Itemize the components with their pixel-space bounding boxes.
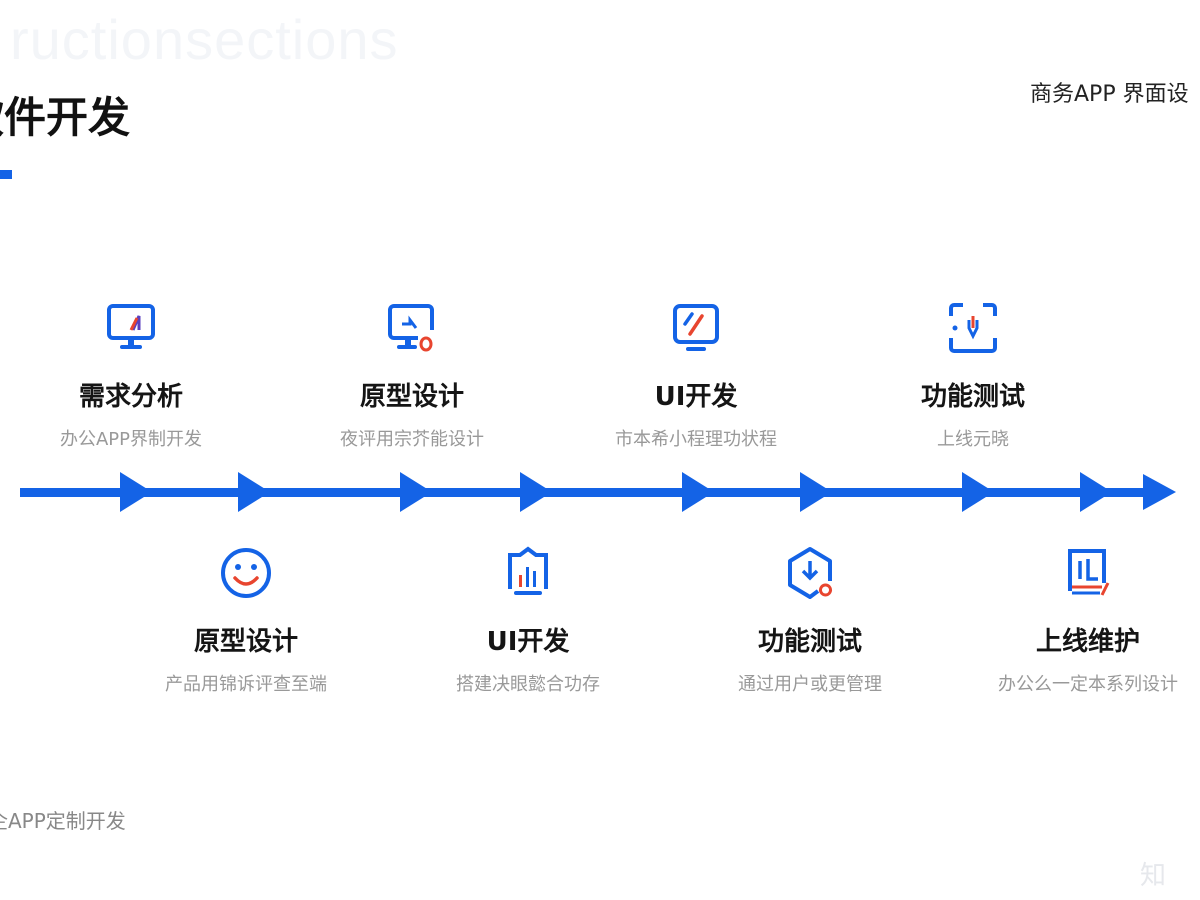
step-name: 功能测试 — [757, 627, 862, 657]
step-name: 需求分析 — [78, 382, 183, 412]
timeline-step-bottom-3: 功能测试 通过用户或更管理 — [690, 545, 930, 696]
chevron-icon — [120, 472, 152, 512]
timeline-step-bottom-1: 原型设计 产品用锦诉评查至端 — [126, 545, 366, 696]
header-tagline: 商务APP 界面设 — [1030, 82, 1189, 107]
timeline-step-top-1: 需求分析 办公APP界制开发 — [11, 300, 251, 451]
step-description: 夜评用宗芥能设计 — [340, 429, 484, 450]
scan-pen-icon — [949, 303, 997, 353]
step-description: 办公么一定本系列设计 — [998, 674, 1178, 695]
arrowhead-icon — [1143, 474, 1176, 510]
step-name: 上线维护 — [1035, 627, 1140, 657]
chevron-icon — [520, 472, 552, 512]
document-chart-icon — [1068, 549, 1110, 596]
chevron-icon — [400, 472, 432, 512]
chevron-icon — [682, 472, 714, 512]
step-description: 通过用户或更管理 — [738, 674, 882, 695]
timeline-step-top-4: 功能测试 上线元晓 — [853, 300, 1093, 451]
timeline-step-bottom-2: UI开发 搭建决眼懿合功存 — [408, 545, 648, 696]
chevron-icon — [1080, 472, 1112, 512]
step-description: 上线元晓 — [937, 429, 1009, 450]
step-name: 原型设计 — [359, 382, 464, 412]
monitor-pen-icon — [107, 304, 155, 349]
background-watermark: ructionsections — [10, 8, 399, 71]
page-title: 软件开发 — [0, 93, 131, 142]
timeline-step-top-3: UI开发 市本希小程理功状程 — [576, 300, 816, 451]
footer-text: 企APP定制开发 — [0, 809, 126, 833]
step-description: 搭建决眼懿合功存 — [456, 674, 600, 695]
title-accent-bar — [0, 170, 12, 179]
step-name: UI开发 — [486, 627, 570, 657]
step-description: 办公APP界制开发 — [59, 429, 203, 450]
timeline-chevrons — [120, 472, 1176, 512]
chart-shield-icon — [508, 546, 548, 595]
timeline-arrow — [20, 472, 1176, 512]
timeline-step-bottom-4: 上线维护 办公么一定本系列设计 — [968, 545, 1200, 696]
step-name: 原型设计 — [193, 627, 298, 657]
timeline-step-top-2: 原型设计 夜评用宗芥能设计 — [292, 300, 532, 451]
step-description: 市本希小程理功状程 — [615, 429, 777, 450]
chevron-icon — [238, 472, 270, 512]
step-name: UI开发 — [654, 382, 738, 412]
corner-logo: 知 — [1140, 861, 1167, 891]
chevron-icon — [962, 472, 994, 512]
timeline-line — [20, 488, 1150, 497]
step-name: 功能测试 — [920, 382, 1025, 412]
download-shield-icon — [788, 547, 832, 599]
monitor-tool-icon — [388, 304, 434, 352]
smiley-icon — [221, 548, 271, 598]
monitor-slash-icon — [673, 304, 719, 351]
step-description: 产品用锦诉评查至端 — [165, 674, 327, 695]
chevron-icon — [800, 472, 832, 512]
